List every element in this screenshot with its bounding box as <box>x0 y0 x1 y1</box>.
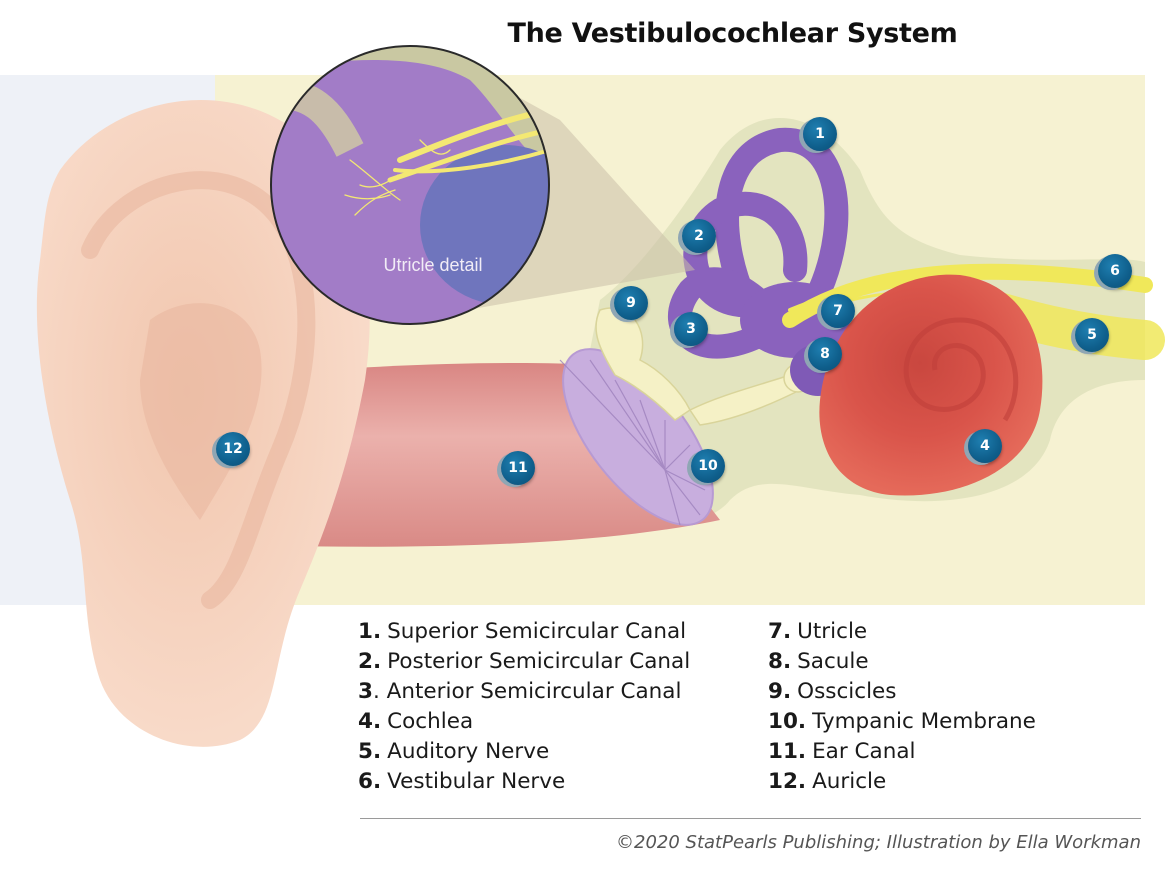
marker-3: 3 <box>674 312 708 346</box>
credit-line: ©2020 StatPearls Publishing; Illustratio… <box>616 832 1141 853</box>
legend-item: 12.Auricle <box>768 769 887 794</box>
legend-item: 2.Posterior Semicircular Canal <box>358 649 691 674</box>
legend-item: 1.Superior Semicircular Canal <box>358 619 687 644</box>
legend-right-column: 7.Utricle 8.Sacule 9.Osscicles 10.Tympan… <box>768 617 1036 797</box>
detail-caption: Utricle detail <box>383 255 483 275</box>
auricle-helix-fold <box>81 171 316 609</box>
legend-item: 5.Auditory Nerve <box>358 739 550 764</box>
diagram-title: The Vestibulocochlear System <box>507 18 958 49</box>
legend-item: 11.Ear Canal <box>768 739 916 764</box>
legend-item: 9.Osscicles <box>768 679 897 704</box>
marker-6: 6 <box>1098 254 1132 288</box>
membrane-ribs <box>559 359 706 526</box>
legend-left-column: 1.Superior Semicircular Canal 2.Posterio… <box>358 617 690 797</box>
legend-item: 3. Anterior Semicircular Canal <box>358 679 682 704</box>
legend-item: 8.Sacule <box>768 649 869 674</box>
marker-8: 8 <box>808 337 842 371</box>
marker-12: 12 <box>216 432 250 466</box>
marker-1: 1 <box>803 117 837 151</box>
legend-item: 4.Cochlea <box>358 709 474 734</box>
marker-9: 9 <box>614 286 648 320</box>
utricle-detail <box>271 46 549 324</box>
legend-item: 7.Utricle <box>768 619 868 644</box>
legend-item: 10.Tympanic Membrane <box>768 709 1036 734</box>
marker-4: 4 <box>968 429 1002 463</box>
marker-11: 11 <box>501 451 535 485</box>
legend-item: 6.Vestibular Nerve <box>358 769 566 794</box>
marker-7: 7 <box>821 294 855 328</box>
marker-10: 10 <box>691 449 725 483</box>
marker-2: 2 <box>682 219 716 253</box>
marker-5: 5 <box>1075 318 1109 352</box>
detail-circle-border <box>270 45 550 325</box>
footer-divider <box>360 818 1141 819</box>
